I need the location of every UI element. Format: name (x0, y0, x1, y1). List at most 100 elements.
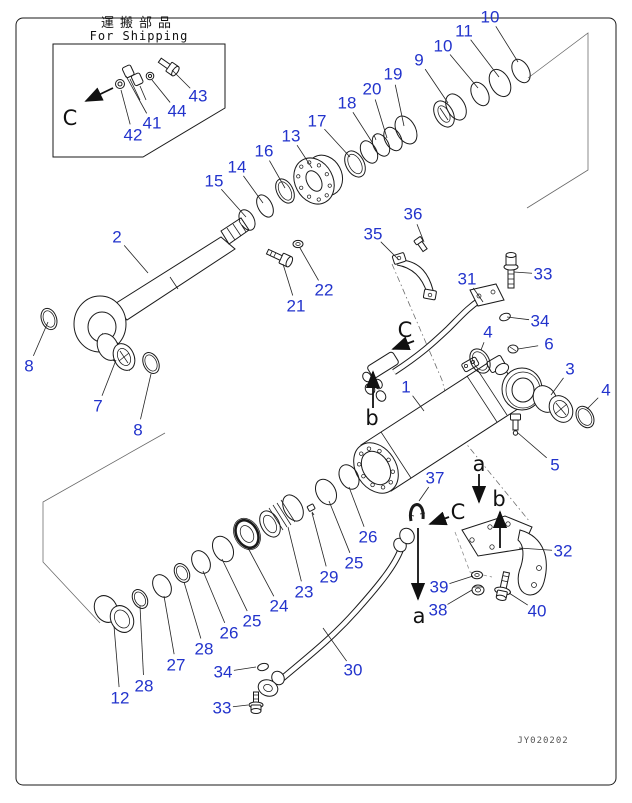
leader-line-3 (550, 377, 564, 396)
part-29-valve-drawing (306, 503, 316, 516)
boundary-line-left (42, 432, 166, 624)
part-7-bushing-drawing (96, 332, 136, 372)
part-3-bushing-drawing (532, 385, 574, 423)
leader-lines (32, 26, 599, 708)
callout-25: 25 (243, 612, 262, 631)
leader-line-27 (163, 595, 175, 655)
view-letter-C: C (451, 500, 466, 524)
leader-line-30 (322, 627, 347, 662)
callout-17: 17 (308, 112, 327, 131)
view-arrow-C (391, 336, 415, 350)
leader-line-8 (32, 321, 49, 357)
leader-line-1 (412, 395, 425, 412)
leader-line-24 (246, 545, 275, 597)
callout-20: 20 (363, 80, 382, 99)
callout-25: 25 (345, 554, 364, 573)
part-23-piston-drawing (259, 494, 304, 538)
view-letter-a: a (413, 604, 426, 628)
part-41-clamp-drawing (121, 64, 147, 101)
part-43-bolt-drawing (157, 57, 180, 77)
callout-43: 43 (189, 87, 208, 106)
view-letter-a: a (473, 452, 486, 476)
part-36-bolt-drawing (413, 236, 428, 253)
view-arrow-C (428, 511, 450, 526)
leader-line-43 (171, 69, 191, 89)
callout-34: 34 (214, 663, 233, 682)
callout-29: 29 (320, 568, 339, 587)
callout-14: 14 (228, 158, 247, 177)
callout-10: 10 (434, 37, 453, 56)
leader-line-26 (348, 486, 365, 527)
leader-line-41 (125, 75, 148, 114)
part-5-grease-fitting-drawing (510, 413, 521, 436)
part-42-nut-drawing (115, 79, 125, 89)
inset-title-english: For Shipping (90, 29, 189, 43)
part-4-ring-right-drawing (575, 405, 595, 429)
view-letter-b: b (492, 487, 505, 511)
callout-26: 26 (359, 528, 378, 547)
leader-line-21 (282, 263, 294, 296)
view-letter-b: b (365, 406, 378, 430)
part-30-tube-drawing (257, 527, 415, 697)
callout-16: 16 (255, 142, 274, 161)
leader-line-37 (418, 486, 430, 502)
leader-line-6 (517, 345, 539, 350)
leader-line-20 (374, 99, 388, 139)
callout-38: 38 (429, 601, 448, 620)
leader-line-18 (352, 112, 373, 143)
rod-seal-group-drawing (238, 58, 531, 231)
callout-44: 44 (168, 102, 187, 121)
callout-34: 34 (531, 312, 550, 331)
callout-12: 12 (111, 689, 130, 708)
part-35-clamp-drawing (391, 252, 437, 301)
callout-26: 26 (220, 624, 239, 643)
leader-line-31 (472, 287, 484, 303)
part-4-ring-left-drawing (469, 348, 491, 374)
callout-24: 24 (270, 597, 289, 616)
part-33-bolt-bottom-drawing (248, 691, 264, 714)
callout-21: 21 (287, 297, 306, 316)
leader-line-44 (151, 79, 171, 103)
leader-line-34 (506, 316, 530, 321)
callout-40: 40 (528, 602, 547, 621)
callout-33: 33 (534, 265, 553, 284)
part-21-bolt-drawing (265, 248, 294, 268)
callout-32: 32 (554, 542, 573, 561)
leader-line-40 (508, 592, 528, 606)
part-6-plug-drawing (507, 344, 519, 354)
boundary-line-right (526, 32, 589, 209)
leader-line-36 (416, 224, 425, 243)
view-letter-C: C (63, 106, 78, 130)
callout-7: 7 (93, 397, 102, 416)
leader-line-33 (232, 704, 249, 708)
callout-4: 4 (483, 323, 492, 342)
callout-27: 27 (167, 656, 186, 675)
callout-5: 5 (550, 456, 559, 475)
part-34-gasket-bottom-drawing (257, 662, 269, 672)
callout-3: 3 (565, 360, 574, 379)
callout-31: 31 (458, 270, 477, 289)
callout-9: 9 (414, 51, 423, 70)
piston-seal-group-drawing (93, 464, 360, 633)
part-40-bolt-drawing (494, 571, 511, 601)
callout-10: 10 (481, 8, 500, 27)
part-13-cylinder-head-drawing (293, 154, 344, 205)
callout-35: 35 (364, 225, 383, 244)
leader-line-5 (517, 432, 547, 459)
leader-line-35 (380, 241, 400, 261)
leader-line-19 (394, 84, 405, 127)
part-2-piston-rod-drawing (73, 217, 250, 353)
part-32-bracket-drawing (454, 515, 547, 596)
view-letter-C: C (398, 318, 413, 342)
leader-line-42 (120, 89, 131, 125)
callout-28: 28 (135, 677, 154, 696)
inset-title-japanese: 運搬部品 (101, 16, 177, 31)
part-18-bushing-drawing (359, 133, 391, 164)
part-33-bolt-top-drawing (503, 252, 519, 289)
leader-line-7 (101, 359, 117, 396)
part-8-ring-right-drawing (142, 352, 160, 374)
leader-line-4 (586, 397, 599, 410)
